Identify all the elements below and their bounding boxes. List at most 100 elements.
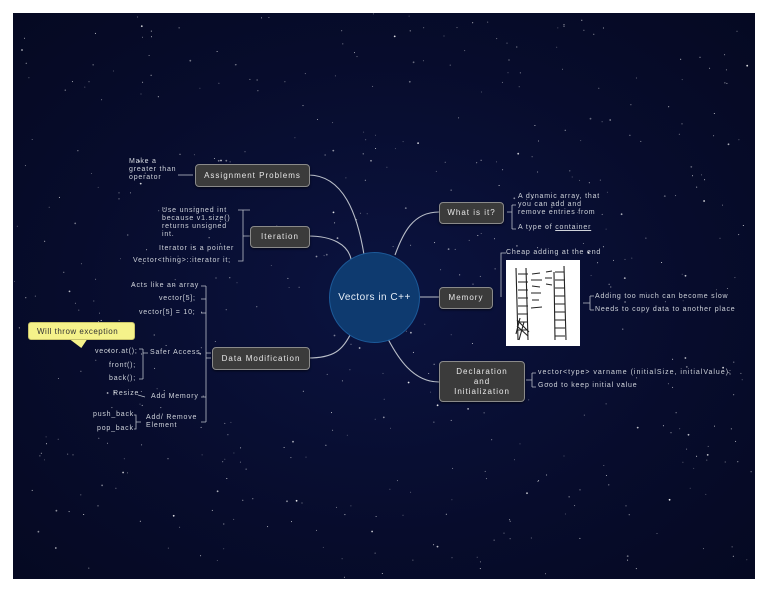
star [722, 204, 723, 206]
star [546, 226, 548, 228]
star [256, 306, 258, 308]
star [563, 24, 565, 26]
star [645, 237, 647, 239]
star [356, 56, 358, 58]
star [25, 62, 27, 64]
star [620, 213, 623, 216]
star [485, 478, 487, 480]
star [681, 123, 683, 125]
star [412, 61, 415, 64]
star [581, 19, 583, 21]
star [668, 498, 671, 501]
leaf-push-back: push_back [93, 411, 135, 418]
star [294, 137, 296, 139]
star [635, 77, 637, 79]
star [94, 32, 96, 34]
node-declaration-initialization[interactable]: Declaration and Initialization [439, 361, 525, 402]
star [213, 158, 215, 159]
star [98, 437, 100, 439]
star [359, 212, 361, 214]
connector-declaration [387, 338, 440, 383]
node-data-modification[interactable]: Data Modification [212, 347, 310, 370]
star [410, 244, 412, 246]
star [113, 391, 116, 394]
container-link[interactable]: container [555, 224, 592, 231]
node-memory[interactable]: Memory [439, 287, 493, 309]
star [640, 140, 642, 142]
star [383, 398, 385, 400]
star [393, 35, 396, 38]
star [444, 161, 446, 163]
star [165, 345, 167, 346]
star [148, 55, 150, 56]
star [150, 74, 152, 76]
star [450, 189, 452, 191]
star [526, 198, 528, 200]
star [593, 33, 595, 35]
leaf-vector-at: vector.at(); [95, 348, 138, 355]
leaf-vector-assign: vector[5] = 10; [139, 309, 196, 316]
star [526, 492, 528, 495]
star [74, 222, 77, 225]
star [545, 573, 546, 575]
star [305, 456, 307, 458]
star [430, 391, 432, 393]
leaf-resize: Resize [113, 390, 140, 397]
star [690, 166, 693, 168]
star [713, 113, 715, 114]
star [346, 434, 348, 436]
star [433, 421, 435, 423]
star [233, 518, 235, 520]
callout-will-throw-exception[interactable]: Will throw exception [28, 322, 135, 340]
star [681, 273, 683, 275]
star [375, 148, 377, 149]
star [146, 161, 148, 163]
star [286, 500, 288, 503]
star [120, 258, 121, 260]
star [44, 459, 45, 461]
star [405, 330, 407, 332]
star [456, 27, 458, 29]
star [428, 373, 430, 374]
node-iteration[interactable]: Iteration [250, 226, 310, 248]
star [563, 25, 565, 27]
leaf-unsigned-int: Use unsigned int because v1.size() retur… [162, 207, 231, 238]
star [672, 386, 674, 388]
star [224, 458, 226, 460]
node-assignment-problems[interactable]: Assignment Problems [195, 164, 310, 187]
star [341, 380, 343, 382]
star [225, 159, 228, 162]
star [216, 51, 218, 52]
star [550, 206, 553, 209]
star [95, 359, 97, 361]
star [696, 455, 698, 457]
star [557, 27, 559, 29]
star [200, 347, 202, 349]
star [325, 444, 327, 446]
star [323, 255, 325, 257]
connector-assignment [307, 174, 366, 262]
star [534, 125, 536, 126]
star [537, 480, 539, 482]
star [92, 64, 94, 66]
star [408, 80, 411, 83]
star [556, 46, 558, 48]
star [443, 35, 445, 37]
star [734, 277, 736, 279]
star [701, 174, 702, 176]
star [487, 21, 489, 23]
star [101, 484, 103, 487]
star [407, 381, 410, 384]
central-topic[interactable]: Vectors in C++ [329, 252, 420, 343]
star [479, 561, 481, 563]
star [685, 366, 688, 368]
star [501, 81, 503, 83]
star [284, 81, 286, 83]
node-what-is-it[interactable]: What is it? [439, 202, 504, 224]
star [90, 173, 92, 174]
star [731, 546, 733, 548]
star [579, 489, 581, 491]
star [635, 568, 637, 570]
star [332, 429, 334, 431]
star [366, 213, 368, 215]
